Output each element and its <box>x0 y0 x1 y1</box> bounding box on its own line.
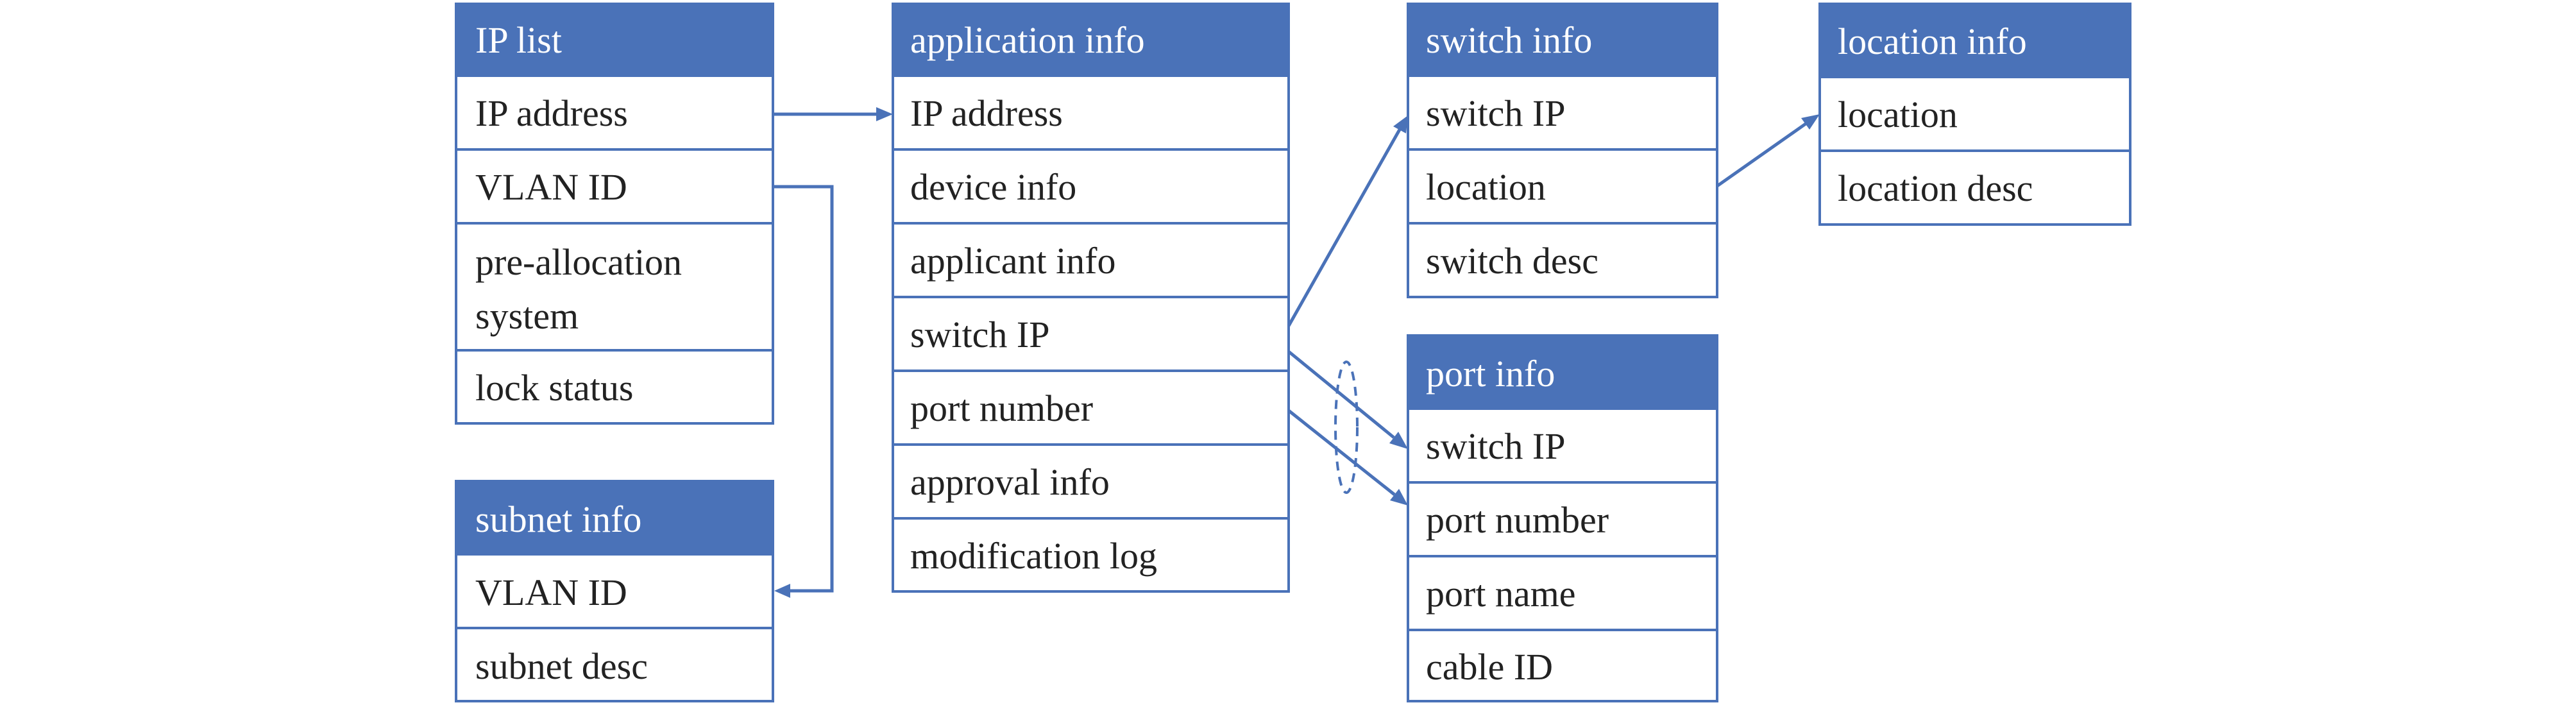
application-info-field-applicant-info: applicant info <box>910 240 1116 282</box>
port-info-row-port-name: port name <box>1407 555 1718 631</box>
application-info-row-port-number: port number <box>892 369 1290 446</box>
port-info-title: port info <box>1426 353 1555 395</box>
switch-info-row-switch-ip: switch IP <box>1407 74 1718 151</box>
application-info-row-switch-ip: switch IP <box>892 296 1290 372</box>
ip-list-field-pre-allocation-line2: system <box>475 295 579 337</box>
application-info-field-device-info: device info <box>910 166 1076 208</box>
connector-location <box>1716 114 1820 188</box>
connector-line <box>1287 128 1402 327</box>
arrowhead-icon <box>1801 114 1820 130</box>
subnet-info-title: subnet info <box>475 498 641 540</box>
connector-line <box>1716 122 1807 188</box>
ip-list-header: IP list <box>455 3 774 77</box>
table-subnet-info: subnet info VLAN ID subnet desc <box>455 480 774 702</box>
ip-list-row-vlan-id: VLAN ID <box>455 148 774 225</box>
location-info-row-location: location <box>1818 76 2131 152</box>
application-info-row-ip-address: IP address <box>892 74 1290 151</box>
subnet-info-field-subnet-desc: subnet desc <box>475 645 648 687</box>
port-info-field-port-name: port name <box>1426 573 1576 615</box>
arrowhead-icon <box>774 584 790 598</box>
table-application-info: application info IP address device info … <box>892 3 1290 593</box>
port-info-field-switch-ip: switch IP <box>1426 425 1566 467</box>
connector-line <box>1287 409 1396 496</box>
application-info-field-switch-ip: switch IP <box>910 314 1050 355</box>
switch-info-row-switch-desc: switch desc <box>1407 222 1718 298</box>
application-info-field-modification-log: modification log <box>910 535 1157 577</box>
switch-info-field-switch-ip: switch IP <box>1426 92 1566 134</box>
connector-port-number-to-port-info <box>1287 409 1408 505</box>
subnet-info-header: subnet info <box>455 480 774 556</box>
composite-key-ellipse <box>1334 361 1359 494</box>
arrowhead-icon <box>1390 489 1408 505</box>
port-info-row-port-number: port number <box>1407 481 1718 557</box>
arrowhead-icon <box>876 107 893 121</box>
application-info-field-approval-info: approval info <box>910 461 1110 503</box>
application-info-header: application info <box>892 3 1290 77</box>
ip-list-row-pre-allocation: pre-allocation system <box>455 222 774 352</box>
port-info-field-cable-id: cable ID <box>1426 646 1553 688</box>
port-info-row-switch-ip: switch IP <box>1407 407 1718 484</box>
switch-info-header: switch info <box>1407 3 1718 77</box>
switch-info-row-location: location <box>1407 148 1718 225</box>
application-info-row-modification-log: modification log <box>892 517 1290 593</box>
location-info-header: location info <box>1818 3 2131 78</box>
table-port-info: port info switch IP port number port nam… <box>1407 334 1718 702</box>
connector-switch-ip-to-port-info <box>1287 350 1408 449</box>
port-info-field-port-number: port number <box>1426 499 1609 541</box>
connector-switch-ip-to-switch-info <box>1287 115 1408 327</box>
application-info-row-approval-info: approval info <box>892 443 1290 520</box>
port-info-row-cable-id: cable ID <box>1407 629 1718 702</box>
subnet-info-row-subnet-desc: subnet desc <box>455 627 774 702</box>
application-info-field-port-number: port number <box>910 387 1093 429</box>
ip-list-title: IP list <box>475 19 562 61</box>
ip-list-row-lock-status: lock status <box>455 349 774 425</box>
table-location-info: location info location location desc <box>1818 3 2131 226</box>
switch-info-title: switch info <box>1426 19 1592 61</box>
subnet-info-field-vlan-id: VLAN ID <box>475 572 627 613</box>
connector-line <box>773 185 834 593</box>
application-info-title: application info <box>910 19 1145 61</box>
table-ip-list: IP list IP address VLAN ID pre-allocatio… <box>455 3 774 425</box>
location-info-field-location-desc: location desc <box>1838 167 2033 209</box>
arrowhead-icon <box>1389 432 1408 449</box>
location-info-row-location-desc: location desc <box>1818 149 2131 226</box>
location-info-title: location info <box>1838 21 2027 62</box>
connector-ip-address <box>773 107 893 121</box>
ip-list-field-lock-status: lock status <box>475 367 633 409</box>
ip-list-field-pre-allocation-line1: pre-allocation <box>475 241 682 283</box>
connector-vlan-id <box>773 185 834 598</box>
location-info-field-location: location <box>1838 94 1958 135</box>
application-info-row-applicant-info: applicant info <box>892 222 1290 298</box>
switch-info-field-switch-desc: switch desc <box>1426 240 1598 282</box>
arrowhead-icon <box>1393 115 1408 133</box>
subnet-info-row-vlan-id: VLAN ID <box>455 553 774 629</box>
ip-list-row-ip-address: IP address <box>455 74 774 151</box>
connector-line <box>1287 350 1395 439</box>
ip-list-field-vlan-id: VLAN ID <box>475 166 627 208</box>
port-info-header: port info <box>1407 334 1718 410</box>
switch-info-field-location: location <box>1426 166 1546 208</box>
application-info-field-ip-address: IP address <box>910 92 1063 134</box>
ip-list-field-ip-address: IP address <box>475 92 628 134</box>
application-info-row-device-info: device info <box>892 148 1290 225</box>
table-switch-info: switch info switch IP location switch de… <box>1407 3 1718 298</box>
